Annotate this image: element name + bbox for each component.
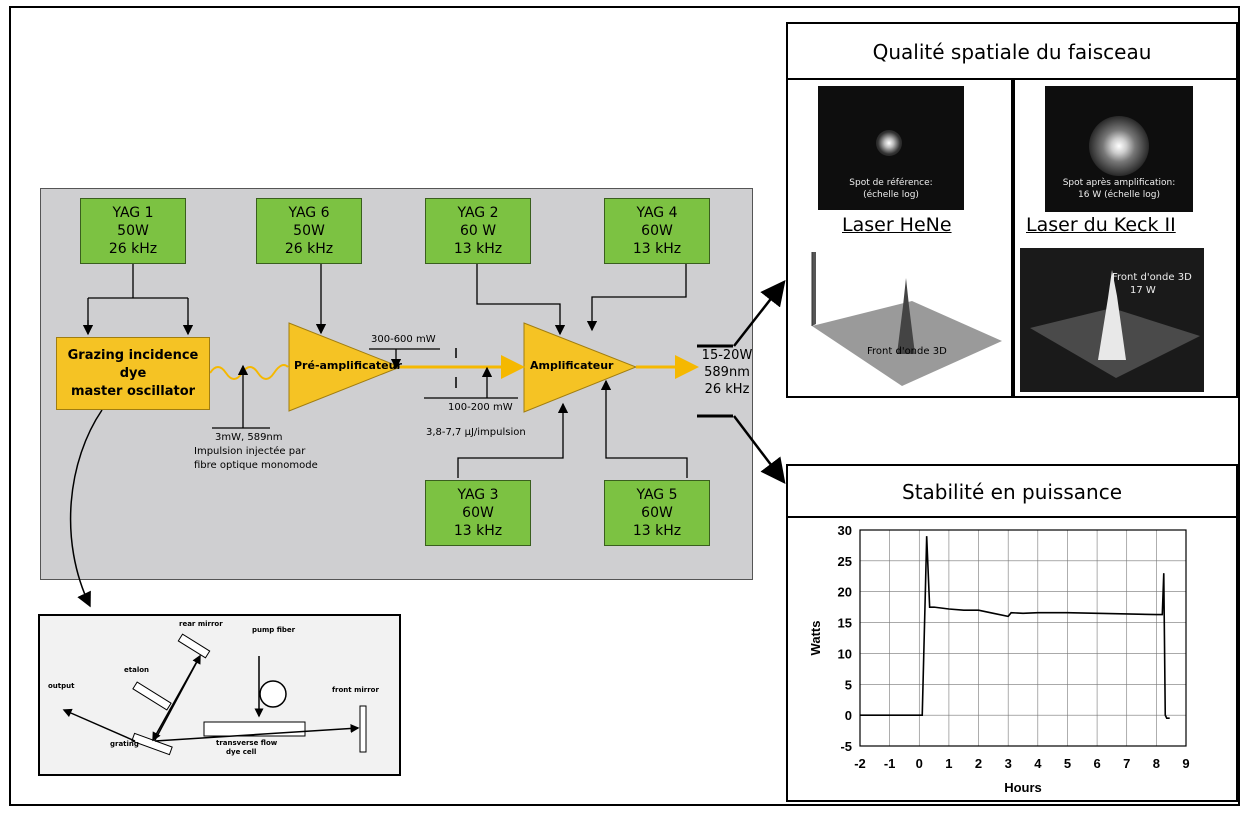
- oscillator-cavity-sketch: rear mirror pump fiber etalon output fro…: [38, 614, 401, 776]
- yag-2-box: YAG 2 60 W 13 kHz: [425, 198, 531, 264]
- oscillator-line-2: master oscillator: [70, 383, 196, 399]
- yag-power: 50W: [117, 223, 149, 239]
- pulse-energy-label: 3,8-7,7 µJ/impulsion: [426, 427, 526, 438]
- yag-power: 50W: [293, 223, 325, 239]
- yag-freq: 13 kHz: [453, 523, 503, 539]
- seed-note-line-1: Impulsion injectée par: [194, 446, 306, 457]
- keck-laser-title: Laser du Keck II: [1026, 214, 1176, 236]
- yag-3-box: YAG 3 60W 13 kHz: [425, 480, 531, 546]
- spot-caption-1: Spot de référence:: [849, 178, 933, 188]
- oscillator-line-1: Grazing incidence dye: [67, 347, 199, 381]
- preamplifier-label: Pré-amplificateur: [294, 359, 402, 372]
- x-tick-label: 8: [1153, 756, 1160, 771]
- y-tick-label: 25: [838, 554, 852, 569]
- grating-label: grating: [110, 740, 139, 748]
- x-tick-label: 3: [1005, 756, 1012, 771]
- yag-name: YAG 5: [636, 487, 678, 503]
- yag-5-box: YAG 5 60W 13 kHz: [604, 480, 710, 546]
- y-tick-label: 30: [838, 523, 852, 538]
- x-tick-label: -2: [854, 756, 866, 771]
- yag-freq: 13 kHz: [453, 241, 503, 257]
- x-tick-label: 1: [945, 756, 952, 771]
- yag-power: 60 W: [459, 223, 497, 239]
- plot-area: [859, 529, 1187, 747]
- amplifier-label: Amplificateur: [530, 359, 614, 372]
- x-axis-label: Hours: [1004, 780, 1042, 795]
- seed-note-line-2: fibre optique monomode: [194, 460, 318, 471]
- output-power: 15-20W: [701, 348, 753, 363]
- y-axis-label: Watts: [808, 621, 823, 656]
- x-tick-label: 2: [975, 756, 982, 771]
- panel-divider: [1011, 80, 1015, 396]
- yag-power: 60W: [462, 505, 494, 521]
- preamp-power-label: 300-600 mW: [371, 334, 436, 345]
- figure-frame: [9, 6, 1240, 806]
- beam-quality-panel: Qualité spatiale du faisceau Spot de réf…: [786, 22, 1238, 398]
- spot-caption-2: 16 W (échelle log): [1078, 190, 1160, 200]
- front-mirror-label: front mirror: [332, 686, 379, 694]
- yag-freq: 26 kHz: [108, 241, 158, 257]
- yag-4-box: YAG 4 60W 13 kHz: [604, 198, 710, 264]
- keck-plot-label-2: 17 W: [1130, 285, 1156, 296]
- amplified-spot-image: Spot après amplification: 16 W (échelle …: [1045, 86, 1193, 212]
- yag-freq: 13 kHz: [632, 241, 682, 257]
- x-tick-label: 0: [916, 756, 923, 771]
- keck-plot-label-1: Front d'onde 3D: [1112, 272, 1192, 283]
- y-tick-label: -5: [840, 739, 852, 754]
- yag-power: 60W: [641, 505, 673, 521]
- seed-power-label: 3mW, 589nm: [215, 432, 283, 443]
- master-oscillator-box: Grazing incidence dye master oscillator: [56, 337, 210, 410]
- spot-caption-1: Spot après amplification:: [1062, 178, 1176, 188]
- beam-quality-title: Qualité spatiale du faisceau: [872, 40, 1152, 64]
- spot-caption-2: (échelle log): [863, 190, 919, 200]
- dye-cell-label-2: dye cell: [226, 748, 257, 756]
- x-tick-label: 4: [1034, 756, 1042, 771]
- yag-1-box: YAG 1 50W 26 kHz: [80, 198, 186, 264]
- output-wavelength: 589nm: [704, 365, 750, 380]
- power-stability-panel: Stabilité en puissance -2 -1 0 1 2 3 4 5 6 7 8 9 -5 0…: [786, 464, 1238, 802]
- yag-name: YAG 6: [288, 205, 330, 221]
- power-series-line: [860, 536, 1170, 720]
- x-tick-label: 7: [1123, 756, 1130, 771]
- yag-name: YAG 4: [636, 205, 678, 221]
- output-spec: 15-20W 589nm 26 kHz: [700, 347, 754, 398]
- x-tick-label: -1: [884, 756, 896, 771]
- keck-wavefront-plot: Front d'onde 3D 17 W: [1020, 248, 1204, 392]
- y-tick-label: 5: [845, 677, 852, 692]
- yag-freq: 13 kHz: [632, 523, 682, 539]
- hene-laser-title: Laser HeNe: [842, 214, 952, 236]
- yag-freq: 26 kHz: [284, 241, 334, 257]
- preamplifier-triangle: [288, 322, 402, 412]
- yag-name: YAG 1: [112, 205, 154, 221]
- panel-divider: [788, 516, 1236, 518]
- yag-power: 60W: [641, 223, 673, 239]
- y-tick-label: 10: [838, 646, 852, 661]
- y-tick-label: 0: [845, 708, 852, 723]
- reference-spot-image: Spot de référence: (échelle log): [818, 86, 964, 210]
- hene-wavefront-plot: [811, 252, 1002, 386]
- y-tick-label: 20: [838, 585, 852, 600]
- y-tick-label: 15: [838, 616, 852, 631]
- etalon-label: etalon: [124, 666, 150, 674]
- stability-title: Stabilité en puissance: [902, 480, 1122, 504]
- pump-fiber-label: pump fiber: [252, 626, 296, 634]
- yag-name: YAG 3: [457, 487, 499, 503]
- yag-name: YAG 2: [457, 205, 499, 221]
- spot-glow: [1089, 116, 1149, 176]
- mid-power-label: 100-200 mW: [448, 402, 513, 413]
- cavity-drawing: [62, 633, 367, 756]
- dye-cell-label-1: transverse flow: [216, 739, 278, 747]
- x-tick-label: 9: [1182, 756, 1189, 771]
- hene-plot-label: Front d'onde 3D: [867, 346, 947, 357]
- spot-glow: [876, 130, 902, 156]
- output-frequency: 26 kHz: [704, 382, 750, 397]
- x-tick-label: 6: [1093, 756, 1100, 771]
- output-label: output: [48, 682, 75, 690]
- x-tick-label: 5: [1064, 756, 1071, 771]
- rear-mirror-label: rear mirror: [179, 620, 223, 628]
- panel-divider: [788, 78, 1236, 80]
- yag-6-box: YAG 6 50W 26 kHz: [256, 198, 362, 264]
